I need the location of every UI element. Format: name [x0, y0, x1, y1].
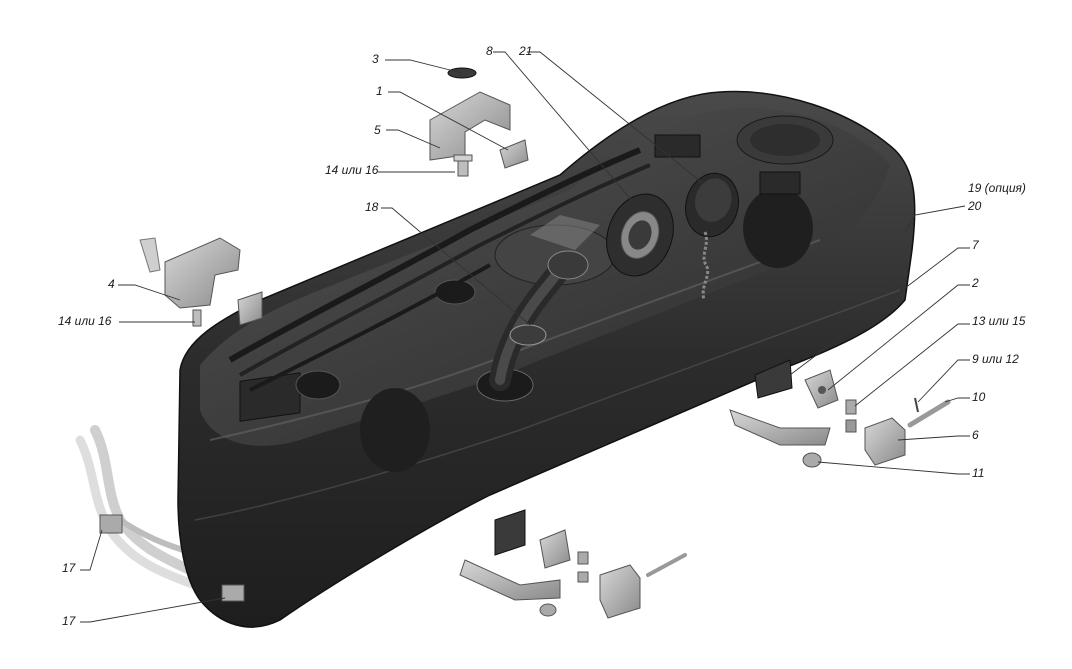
- fuel-cap-21: [685, 172, 739, 301]
- bracket-2: [804, 369, 839, 409]
- nut-11: [802, 452, 822, 468]
- bracket-1-5: [429, 91, 529, 169]
- label-4: 4: [108, 277, 115, 291]
- label-9-12: 9 или 12: [972, 352, 1019, 366]
- pin-9-12: [914, 397, 919, 413]
- label-11: 11: [972, 466, 985, 480]
- label-18: 18: [365, 200, 379, 214]
- strap-right: [729, 409, 831, 446]
- label-10: 10: [972, 390, 986, 404]
- bolt-13-15: [845, 399, 857, 433]
- label-14-16-left: 14 или 16: [58, 314, 112, 328]
- bracket-6: [864, 417, 906, 466]
- bolt-14-16-left: [192, 309, 202, 327]
- label-13-15: 13 или 15: [972, 314, 1026, 328]
- label-20: 20: [968, 199, 982, 213]
- leader-lines: [80, 51, 970, 623]
- label-3: 3: [372, 52, 379, 66]
- label-5: 5: [374, 123, 381, 137]
- label-7: 7: [972, 238, 979, 252]
- label-2: 2: [972, 276, 979, 290]
- label-8: 8: [486, 44, 493, 58]
- bolt-10: [907, 399, 951, 428]
- bolt-14-16-top: [453, 154, 473, 177]
- bracket-4: [139, 237, 263, 326]
- label-14-16-top: 14 или 16: [325, 163, 379, 177]
- locking-ring-8: [606, 193, 674, 277]
- strap-pad-7: [754, 359, 793, 399]
- label-21: 21: [519, 44, 533, 58]
- label-17-bottom: 17: [62, 614, 76, 628]
- label-6: 6: [972, 428, 979, 442]
- strap-bottom: [459, 509, 687, 619]
- label-19: 19 (опция): [968, 181, 1026, 195]
- label-1: 1: [376, 84, 383, 98]
- label-17-top: 17: [62, 561, 76, 575]
- clip-17: [99, 514, 245, 602]
